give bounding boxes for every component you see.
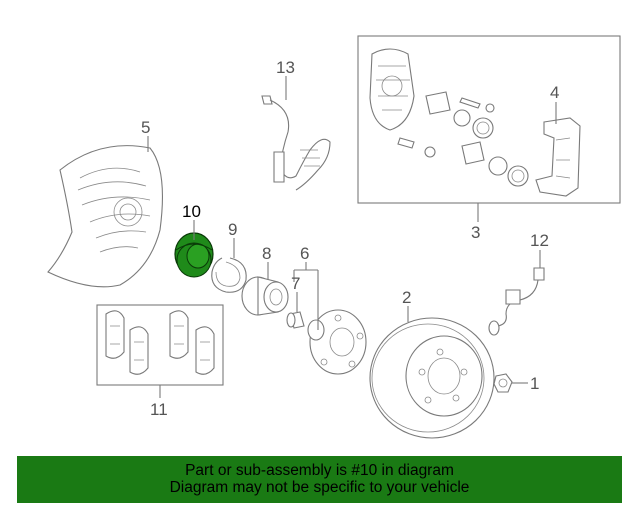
abs-sensor-12-part[interactable] xyxy=(488,267,545,336)
callout-4: 4 xyxy=(550,83,559,102)
snap-ring-part[interactable] xyxy=(211,257,247,293)
callout-11: 11 xyxy=(150,400,168,419)
hub-bolt-part[interactable] xyxy=(286,311,305,329)
banner-line-2: Diagram may not be specific to your vehi… xyxy=(169,479,470,496)
callout-9: 9 xyxy=(228,220,237,239)
notice-banner: Part or sub-assembly is #10 in diagram D… xyxy=(17,456,622,503)
callout-3: 3 xyxy=(471,223,480,242)
leader-6 xyxy=(293,262,319,330)
callout-2: 2 xyxy=(402,288,411,307)
abs-wire-13-part[interactable] xyxy=(261,95,331,191)
callout-13: 13 xyxy=(276,58,295,77)
disc-rotor-part[interactable] xyxy=(369,317,495,439)
banner-line-1: Part or sub-assembly is #10 in diagram xyxy=(185,462,454,479)
hub-part[interactable] xyxy=(307,309,367,375)
callout-7: 7 xyxy=(291,274,300,293)
caliper-assembly-part[interactable] xyxy=(357,35,621,204)
nut-part[interactable] xyxy=(493,373,513,393)
dust-shield-part[interactable] xyxy=(47,145,164,288)
seal-part-10[interactable] xyxy=(174,232,214,278)
callout-1: 1 xyxy=(530,374,539,393)
callout-10: 10 xyxy=(182,202,201,221)
brake-pads-part[interactable] xyxy=(96,304,224,386)
parts-diagram: 5 13 4 3 10 9 8 6 7 12 2 1 11 xyxy=(47,35,621,439)
callout-6: 6 xyxy=(300,244,309,263)
callout-8: 8 xyxy=(262,244,271,263)
bearing-part[interactable] xyxy=(241,276,289,316)
caliper-bracket-part[interactable] xyxy=(535,117,581,197)
callout-5: 5 xyxy=(141,118,150,137)
callout-12: 12 xyxy=(530,231,549,250)
